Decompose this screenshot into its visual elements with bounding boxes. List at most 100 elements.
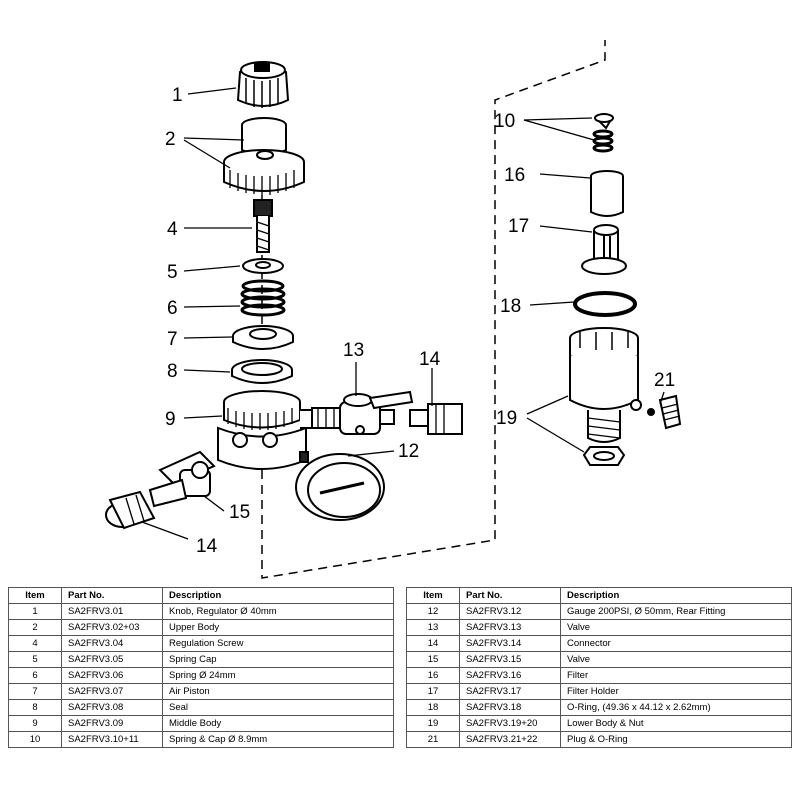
part-gauge xyxy=(295,451,385,521)
cell-part-no: SA2FRV3.01 xyxy=(61,603,163,620)
callout-4: 4 xyxy=(167,219,178,240)
cell-part-no: SA2FRV3.16 xyxy=(459,667,561,684)
cell-part-no: SA2FRV3.21+22 xyxy=(459,731,561,748)
cell-description: Knob, Regulator Ø 40mm xyxy=(162,603,394,620)
cell-item: 16 xyxy=(406,667,460,684)
cell-item: 15 xyxy=(406,651,460,668)
cell-item: 13 xyxy=(406,619,460,636)
callout-19: 19 xyxy=(496,408,517,429)
cell-description: Regulation Screw xyxy=(162,635,394,652)
cell-description: Spring Cap xyxy=(162,651,394,668)
part-seal xyxy=(231,359,293,384)
part-knob xyxy=(236,61,290,108)
cell-description: Seal xyxy=(162,699,394,716)
header-item: Item xyxy=(406,587,460,604)
cell-description: Filter xyxy=(560,667,792,684)
callout-2: 2 xyxy=(165,129,176,150)
callout-18: 18 xyxy=(500,296,521,317)
part-lower-body xyxy=(569,327,642,466)
cell-part-no: SA2FRV3.12 xyxy=(459,603,561,620)
cell-item: 14 xyxy=(406,635,460,652)
cell-description: Lower Body & Nut xyxy=(560,715,792,732)
cell-item: 4 xyxy=(8,635,62,652)
callout-10: 10 xyxy=(494,111,515,132)
part-filter xyxy=(590,170,624,217)
leader-lines xyxy=(141,87,665,540)
cell-part-no: SA2FRV3.13 xyxy=(459,619,561,636)
table-header-row: Item Part No. Description xyxy=(8,587,394,604)
cell-part-no: SA2FRV3.15 xyxy=(459,651,561,668)
callout-8: 8 xyxy=(167,361,178,382)
cell-item: 7 xyxy=(8,683,62,700)
callout-labels: 1 2 4 5 6 7 8 9 10 12 13 14 14 15 16 17 … xyxy=(165,85,675,557)
cell-item: 21 xyxy=(406,731,460,748)
cell-part-no: SA2FRV3.07 xyxy=(61,683,163,700)
callout-5: 5 xyxy=(167,262,178,283)
cell-description: Spring Ø 24mm xyxy=(162,667,394,684)
cell-description: Spring & Cap Ø 8.9mm xyxy=(162,731,394,748)
cell-part-no: SA2FRV3.06 xyxy=(61,667,163,684)
callout-9: 9 xyxy=(165,409,176,430)
part-upper-body xyxy=(223,117,305,195)
cell-description: Valve xyxy=(560,651,792,668)
cell-item: 9 xyxy=(8,715,62,732)
part-plug xyxy=(647,394,682,430)
cell-item: 17 xyxy=(406,683,460,700)
callout-13: 13 xyxy=(343,340,364,361)
cell-part-no: SA2FRV3.05 xyxy=(61,651,163,668)
cell-item: 5 xyxy=(8,651,62,668)
callout-14-left: 14 xyxy=(196,536,218,557)
cell-part-no: SA2FRV3.17 xyxy=(459,683,561,700)
cell-part-no: SA2FRV3.08 xyxy=(61,699,163,716)
cell-part-no: SA2FRV3.10+11 xyxy=(61,731,163,748)
part-spring xyxy=(240,279,286,317)
cell-item: 6 xyxy=(8,667,62,684)
cell-description: Valve xyxy=(560,619,792,636)
cell-item: 18 xyxy=(406,699,460,716)
header-description: Description xyxy=(560,587,792,604)
callout-14-right: 14 xyxy=(419,349,441,370)
callout-12: 12 xyxy=(398,441,419,462)
header-part-no: Part No. xyxy=(61,587,163,604)
cell-part-no: SA2FRV3.09 xyxy=(61,715,163,732)
part-regulation-screw xyxy=(253,199,273,253)
cell-description: Gauge 200PSI, Ø 50mm, Rear Fitting xyxy=(560,603,792,620)
cell-item: 1 xyxy=(8,603,62,620)
part-spring-cap-10 xyxy=(592,113,614,153)
cell-description: Filter Holder xyxy=(560,683,792,700)
cell-item: 2 xyxy=(8,619,62,636)
callout-21: 21 xyxy=(654,370,675,391)
cell-description: Upper Body xyxy=(162,619,394,636)
cell-description: Middle Body xyxy=(162,715,394,732)
cell-description: O-Ring, (49.36 x 44.12 x 2.62mm) xyxy=(560,699,792,716)
part-middle-body xyxy=(217,390,319,470)
cell-item: 10 xyxy=(8,731,62,748)
cell-item: 19 xyxy=(406,715,460,732)
cell-description: Plug & O-Ring xyxy=(560,731,792,748)
callout-16: 16 xyxy=(504,165,525,186)
cell-item: 8 xyxy=(8,699,62,716)
cell-description: Connector xyxy=(560,635,792,652)
callout-1: 1 xyxy=(172,85,183,106)
part-o-ring xyxy=(573,291,637,317)
header-part-no: Part No. xyxy=(459,587,561,604)
part-valve-13 xyxy=(311,390,414,435)
part-air-piston xyxy=(232,325,294,350)
part-filter-holder xyxy=(581,224,627,275)
